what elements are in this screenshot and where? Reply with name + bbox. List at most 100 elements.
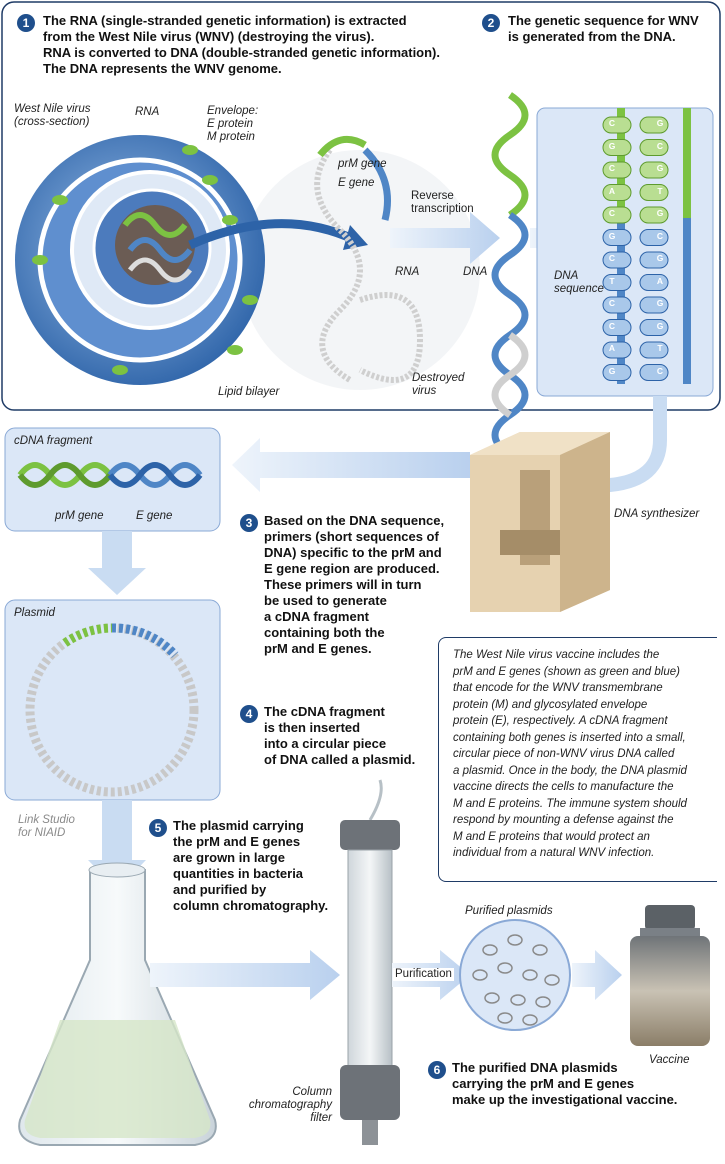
credit-label: Link Studio for NIAID (18, 814, 75, 840)
base-letter-left: C (608, 253, 616, 263)
column-arrow (150, 950, 340, 1000)
info-line: The West Nile virus vaccine includes the (453, 649, 660, 661)
label-line: West Nile virus (14, 103, 91, 115)
label-line: virus (412, 385, 437, 397)
plasmid-label: Plasmid (14, 607, 55, 619)
base-pill (639, 296, 669, 314)
base-letter-right: G (656, 298, 664, 308)
step-6-text: The purified DNA plasmids carrying the p… (452, 1060, 717, 1108)
purified-plasmids-label: Purified plasmids (465, 905, 553, 917)
base-pill (639, 139, 669, 156)
cdna-fragment-label: cDNA fragment (14, 435, 93, 447)
dna-sequence-label: DNA sequence (554, 270, 604, 296)
info-line: protein (E), respectively. A cDNA fragme… (453, 715, 668, 727)
destroyed-virus-label: Destroyed virus (412, 372, 464, 398)
step-5-number: 5 (149, 819, 167, 837)
label-line: transcription (411, 203, 474, 215)
base-letter-right: C (656, 230, 664, 241)
base-pill (602, 206, 632, 224)
lipid-bilayer-label: Lipid bilayer (218, 386, 280, 398)
base-pill (602, 229, 632, 246)
step-2-text: The genetic sequence for WNV is generate… (508, 13, 718, 45)
info-line: that encode for the WNV transmembrane (453, 682, 663, 694)
step-6-number: 6 (428, 1061, 446, 1079)
step-5-line: quantities in bacteria (173, 866, 304, 881)
step-3-line: be used to generate (264, 593, 387, 608)
info-line: M and E proteins. The immune system shou… (453, 797, 687, 810)
dna-synthesizer (470, 432, 610, 612)
base-letter-right: T (657, 185, 663, 196)
step-5-line: are grown in large (173, 850, 285, 865)
envelope-label: Envelope: E protein M protein (207, 105, 258, 144)
base-pill (602, 341, 632, 359)
base-pill (602, 296, 632, 314)
cdna-arrow (232, 438, 470, 492)
west-nile-virus-label: West Nile virus (cross-section) (14, 103, 90, 129)
base-pill (639, 364, 669, 381)
base-letter-left: A (608, 185, 616, 196)
plasmid-rings (472, 934, 560, 1026)
base-letter-right: T (657, 343, 663, 353)
rna-e-segment (362, 147, 391, 221)
base-letter-right: G (656, 163, 664, 173)
label-line: E protein (207, 118, 254, 130)
label-line: Destroyed (412, 372, 465, 384)
vaccine-vial (630, 905, 710, 1046)
synthesizer-arrow (590, 396, 667, 492)
base-pill (602, 161, 632, 179)
reverse-transcription-label: Reverse transcription (411, 190, 474, 216)
step-1-text: The RNA (single-stranded genetic informa… (43, 13, 483, 77)
rna-label: RNA (395, 266, 420, 278)
step-5-line: the prM and E genes (173, 834, 301, 849)
step-5-line: column chromatography. (173, 898, 329, 913)
step-4-line: into a circular piece (264, 736, 387, 751)
e-gene-label: E gene (338, 177, 375, 189)
base-letter-left: G (608, 140, 616, 151)
info-text: The West Nile virus vaccine includes the… (453, 647, 687, 862)
label-line: Link Studio (18, 814, 75, 826)
dna-synthesizer-label: DNA synthesizer (614, 508, 700, 520)
reverse-transcription-arrow (390, 212, 500, 264)
base-letter-right: G (656, 118, 664, 128)
step-4-line: The cDNA fragment (264, 704, 385, 719)
label-line: DNA (554, 270, 579, 282)
step-4-line: is then inserted (264, 720, 361, 735)
step-3-line: containing both the (264, 625, 385, 640)
base-pill (602, 274, 632, 291)
base-pill (602, 184, 632, 201)
base-letter-left: G (608, 230, 616, 241)
label-line: Column (292, 1086, 332, 1098)
sequence-pills (602, 116, 669, 381)
base-pill (639, 116, 669, 134)
base-letter-left: C (608, 163, 616, 173)
vaccine-label: Vaccine (649, 1054, 690, 1066)
info-line: prM and E genes (shown as green and blue… (453, 665, 680, 678)
info-line: protein (M) and glycosylated envelope (453, 698, 648, 711)
step-2-line: is generated from the DNA. (508, 29, 676, 44)
rna-top-label: RNA (135, 106, 160, 118)
base-letter-left: G (608, 365, 616, 376)
label-line: sequence (554, 283, 604, 295)
label-line: Envelope: (207, 105, 259, 117)
step-6-line: The purified DNA plasmids (452, 1060, 618, 1075)
base-pill (639, 161, 669, 179)
step-2-number: 2 (482, 14, 500, 32)
step-1-line: from the West Nile virus (WNV) (destroyi… (43, 29, 375, 44)
step-1-line: RNA is converted to DNA (double-stranded… (43, 45, 441, 60)
base-pill (639, 274, 669, 291)
base-letter-left: C (608, 118, 616, 128)
e-gene-label-2: E gene (136, 510, 173, 522)
base-pill (639, 229, 669, 246)
step-2-line: The genetic sequence for WNV (508, 13, 699, 28)
label-line: M protein (207, 131, 255, 143)
rna-strand (314, 148, 424, 383)
info-line: M and E proteins that would protect an (453, 830, 650, 843)
base-letter-left: C (608, 298, 616, 308)
base-pill (602, 139, 632, 156)
virus-cross-section (15, 135, 265, 385)
base-pill (639, 251, 669, 269)
step-5-line: and purified by (173, 882, 267, 897)
vaccine-arrow (572, 950, 622, 1000)
base-letter-right: G (656, 253, 664, 263)
step-4-line: of DNA called a plasmid. (264, 752, 416, 767)
